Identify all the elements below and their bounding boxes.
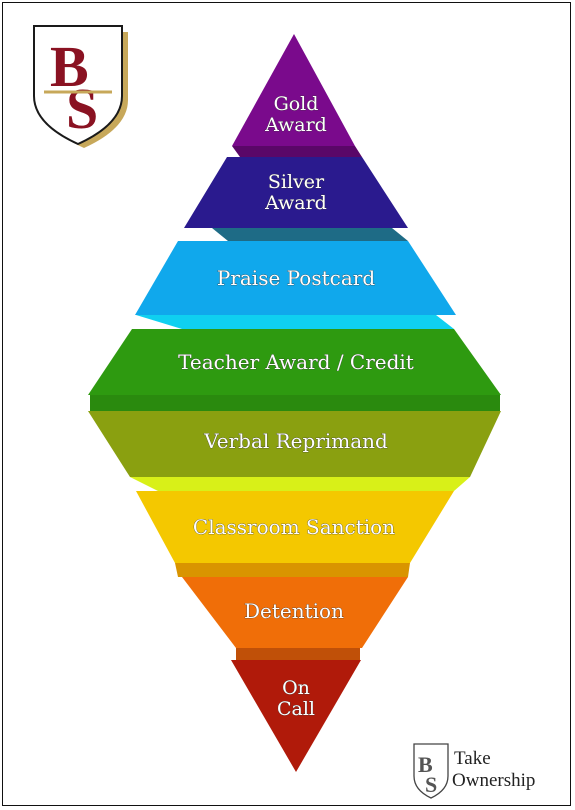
tier-label-gold-award-line1: Gold — [274, 93, 319, 115]
tier-label-on-call-line1: On — [282, 677, 310, 699]
tier-label-on-call-line2: Call — [277, 698, 315, 720]
tier-label-praise-postcard: Praise Postcard — [217, 266, 375, 290]
tier-shape-silver-award — [184, 157, 408, 228]
take-ownership-line1: Take — [454, 748, 491, 769]
crest-letter-b: B — [50, 34, 89, 99]
tier-shape-classroom-sanction — [136, 491, 454, 563]
take-ownership-line2: Ownership — [452, 770, 535, 791]
tier-shape-detention — [182, 577, 408, 648]
tier-label-gold-award-line2: Award — [264, 114, 327, 136]
tier-shapes — [88, 34, 501, 772]
tier-shape-praise-postcard — [135, 241, 456, 315]
svg-text:S: S — [425, 772, 437, 797]
tier-label-classroom-sanction: Classroom Sanction — [193, 515, 395, 539]
tier-labels: Gold Award Silver Award Praise Postcard … — [178, 93, 414, 721]
mini-crest-icon — [413, 743, 449, 799]
take-ownership-logo: B S Take Ownership — [413, 743, 535, 799]
school-crest-logo: B S — [33, 25, 128, 148]
tier-ledges — [90, 146, 500, 660]
svg-text:B: B — [418, 752, 433, 777]
tier-shape-teacher-award — [88, 329, 501, 395]
tier-label-detention: Detention — [244, 599, 344, 623]
tier-label-verbal-reprimand: Verbal Reprimand — [203, 429, 388, 453]
crest-letter-s: S — [66, 76, 98, 141]
tier-label-teacher-award: Teacher Award / Credit — [178, 350, 414, 374]
tier-shape-gold-award — [232, 34, 355, 146]
tier-shape-verbal-reprimand — [88, 411, 501, 477]
tier-label-silver-award-line1: Silver — [268, 171, 325, 193]
tier-label-silver-award-line2: Award — [264, 192, 327, 214]
tier-shape-on-call — [231, 660, 361, 772]
